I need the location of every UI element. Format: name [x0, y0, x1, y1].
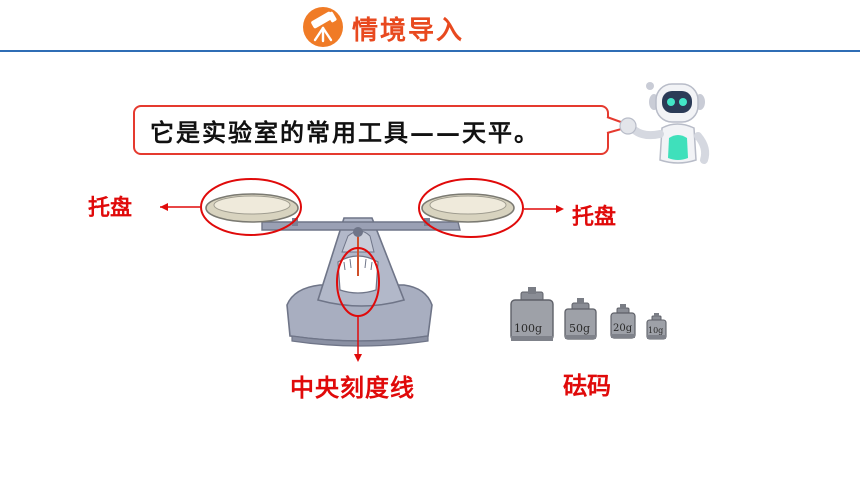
- weight-20g: [610, 304, 636, 339]
- center-line-label: 中央刻度线: [290, 373, 415, 402]
- weight-100g: [510, 287, 554, 341]
- right-pan-label: 托盘: [572, 204, 617, 230]
- bubble-text: 它是实验室的常用工具——天平。: [150, 118, 540, 147]
- weight-label-20g: 20g: [613, 323, 633, 334]
- weight-label-10g: 10g: [648, 326, 663, 335]
- weight-label-50g: 50g: [569, 322, 590, 335]
- weight-50g: [564, 298, 597, 340]
- weights-label: 砝码: [563, 371, 611, 400]
- telescope-icon: [303, 7, 343, 47]
- header-divider: [0, 50, 860, 52]
- page-title: 情境导入: [352, 16, 465, 46]
- robot-mascot: [619, 82, 710, 164]
- weight-10g: [646, 313, 667, 340]
- weight-label-100g: 100g: [514, 322, 542, 335]
- left-pan-label: 托盘: [88, 195, 133, 221]
